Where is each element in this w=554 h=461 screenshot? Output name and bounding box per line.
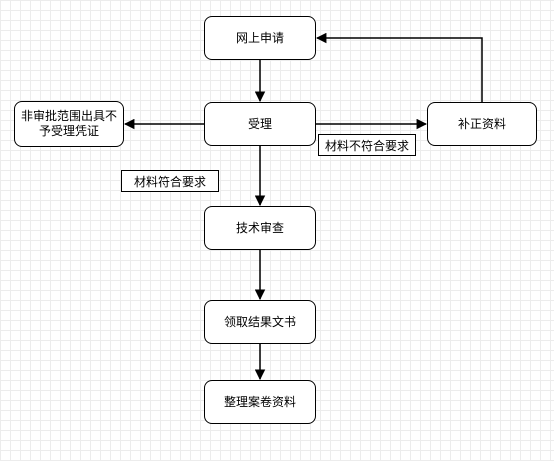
node-online-application: 网上申请	[204, 16, 316, 60]
edge-label-materials-compliant: 材料符合要求	[121, 170, 219, 192]
node-technical-review: 技术审查	[204, 206, 316, 250]
node-online-application-text: 网上申请	[235, 30, 284, 45]
node-supplement-materials: 补正资料	[427, 102, 537, 146]
edge-label-materials-compliant-text: 材料符合要求	[133, 174, 206, 189]
node-obtain-result-document: 领取结果文书	[204, 300, 316, 344]
node-organize-case-files: 整理案卷资料	[204, 380, 316, 424]
node-acceptance-text: 受理	[247, 116, 272, 131]
node-rejection-certificate: 非审批范围出具不予受理凭证	[14, 101, 124, 147]
node-obtain-result-document-text: 领取结果文书	[223, 314, 296, 329]
node-technical-review-text: 技术审查	[235, 220, 284, 235]
node-supplement-materials-text: 补正资料	[457, 116, 506, 131]
node-organize-case-files-text: 整理案卷资料	[223, 394, 296, 409]
edge-label-materials-not-compliant: 材料不符合要求	[318, 134, 416, 156]
edge-supplement-to-apply	[315, 32, 483, 102]
edge-label-materials-not-compliant-text: 材料不符合要求	[324, 138, 409, 153]
node-rejection-certificate-text: 非审批范围出具不予受理凭证	[21, 109, 118, 138]
node-acceptance: 受理	[204, 102, 316, 146]
